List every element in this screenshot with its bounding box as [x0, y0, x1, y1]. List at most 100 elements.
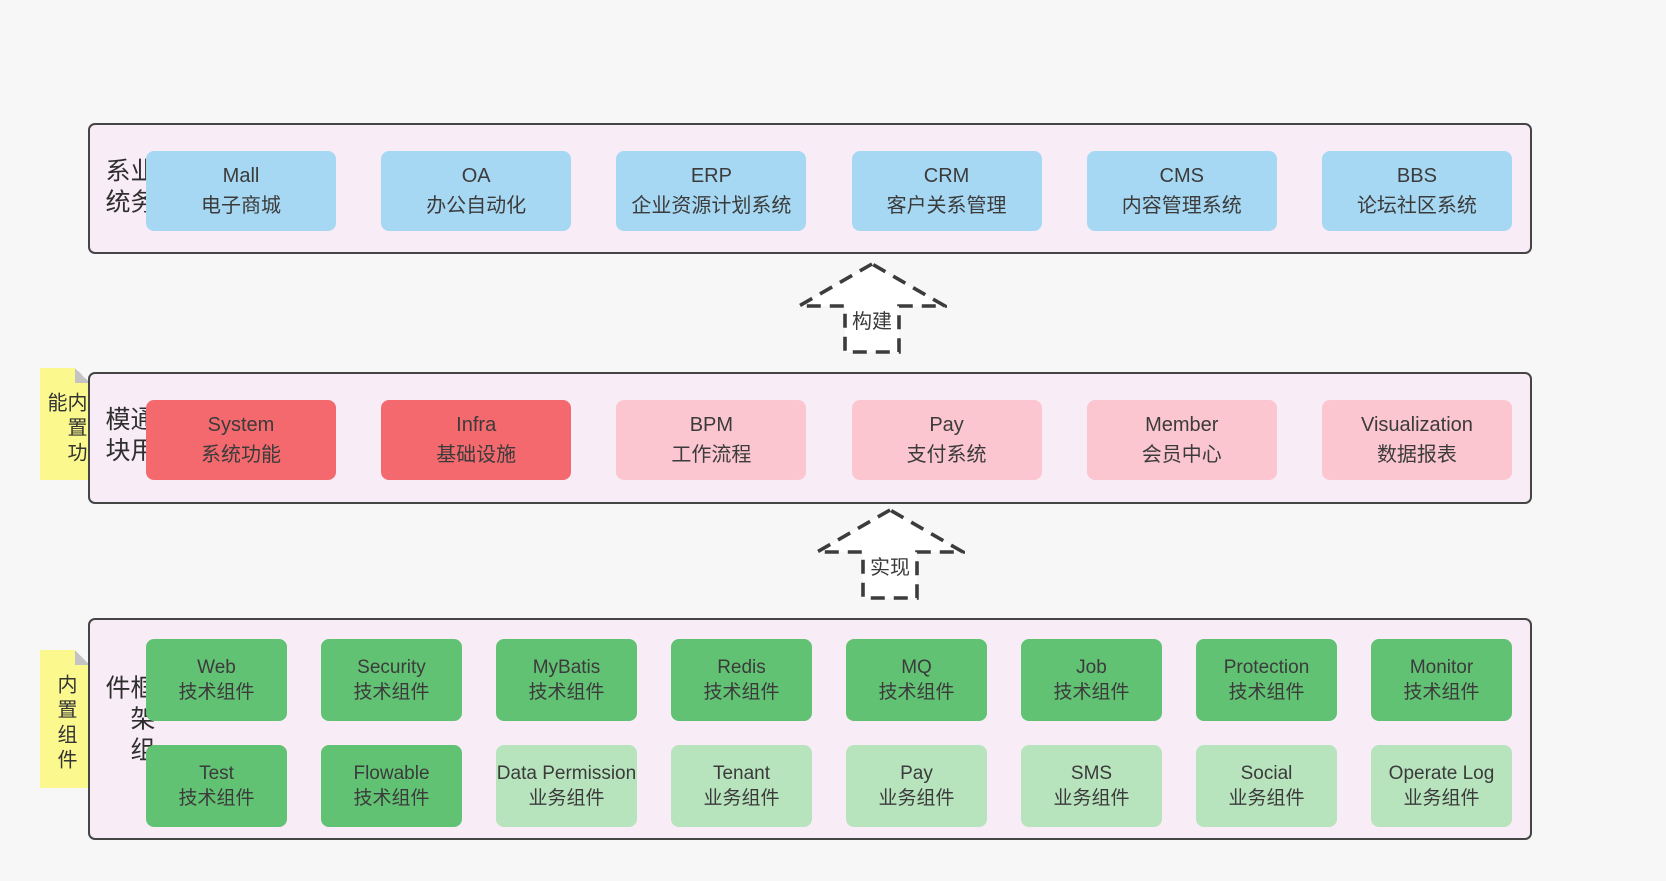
- implement-arrow-icon: [815, 508, 965, 600]
- box-subtitle: 技术组件: [878, 682, 955, 703]
- box-subtitle: 工作流程: [671, 444, 752, 466]
- box-title: ERP: [690, 165, 732, 187]
- box-subtitle: 办公自动化: [426, 195, 527, 217]
- box-title: Pay: [929, 414, 964, 436]
- box-subtitle: 技术组件: [178, 682, 255, 703]
- box-cms: CMS 内容管理系统: [1086, 151, 1277, 231]
- sticky-text: 内置功能: [44, 392, 86, 467]
- box-subtitle: 技术组件: [1228, 682, 1305, 703]
- box-title: Data Permission: [496, 762, 637, 784]
- box-title: SMS: [1070, 762, 1113, 784]
- box-bbs: BBS 论坛社区系统: [1321, 151, 1512, 231]
- box-subtitle: 技术组件: [353, 788, 430, 809]
- box-mybatis: MyBatis 技术组件: [496, 639, 637, 721]
- band-business-systems: 业务系统 Mall 电子商城 OA 办公自动化 ERP 企业资源计划系统 CRM…: [88, 123, 1532, 254]
- box-social: Social 业务组件: [1196, 745, 1337, 827]
- box-subtitle: 系统功能: [201, 444, 281, 466]
- box-subtitle: 业务组件: [1053, 788, 1130, 809]
- box-job: Job 技术组件: [1021, 639, 1162, 721]
- box-infra: Infra 基础设施: [381, 400, 572, 480]
- box-subtitle: 技术组件: [1053, 682, 1130, 703]
- sticky-fold-icon: [75, 368, 90, 383]
- sticky-text: 内置组件: [54, 674, 76, 774]
- box-crm: CRM 客户关系管理: [851, 151, 1042, 231]
- box-title: Security: [357, 656, 426, 678]
- band-framework-components: 框架组件 Web 技术组件 Security 技术组件 MyBatis 技术组件…: [88, 618, 1532, 840]
- box-title: Infra: [456, 414, 497, 436]
- box-operate-log: Operate Log 业务组件: [1371, 745, 1512, 827]
- box-title: Test: [199, 762, 234, 784]
- box-title: Mall: [222, 165, 260, 187]
- framework-box-row-2: Test 技术组件 Flowable 技术组件 Data Permission …: [146, 745, 1512, 827]
- box-title: MyBatis: [532, 656, 601, 678]
- box-title: OA: [461, 165, 491, 187]
- box-subtitle: 技术组件: [178, 788, 255, 809]
- box-subtitle: 技术组件: [703, 682, 780, 703]
- band-common-modules: 通用模块 System 系统功能 Infra 基础设施 BPM 工作流程 Pay…: [88, 372, 1532, 504]
- box-title: Visualization: [1360, 414, 1473, 436]
- box-subtitle: 业务组件: [1403, 788, 1480, 809]
- box-title: Flowable: [353, 762, 430, 784]
- box-subtitle: 技术组件: [353, 682, 430, 703]
- box-subtitle: 企业资源计划系统: [631, 195, 792, 217]
- box-monitor: Monitor 技术组件: [1371, 639, 1512, 721]
- box-security: Security 技术组件: [321, 639, 462, 721]
- build-arrow-label: 构建: [850, 309, 894, 335]
- box-subtitle: 数据报表: [1376, 444, 1457, 466]
- box-subtitle: 会员中心: [1141, 444, 1222, 466]
- box-subtitle: 电子商城: [201, 195, 281, 217]
- box-pay-module: Pay 支付系统: [851, 400, 1042, 480]
- business-box-row: Mall 电子商城 OA 办公自动化 ERP 企业资源计划系统 CRM 客户关系…: [146, 151, 1512, 231]
- implement-arrow-label: 实现: [868, 555, 912, 581]
- box-title: Pay: [900, 762, 933, 784]
- box-title: BBS: [1396, 165, 1437, 187]
- modules-box-row: System 系统功能 Infra 基础设施 BPM 工作流程 Pay 支付系统…: [146, 400, 1512, 480]
- sticky-built-in-functions: 内置功能: [40, 368, 90, 480]
- box-title: Tenant: [712, 762, 771, 784]
- box-bpm: BPM 工作流程: [616, 400, 807, 480]
- box-title: CRM: [923, 165, 970, 187]
- box-title: MQ: [901, 656, 932, 678]
- box-subtitle: 技术组件: [1403, 682, 1480, 703]
- box-web: Web 技术组件: [146, 639, 287, 721]
- box-system: System 系统功能: [146, 400, 336, 480]
- box-tenant: Tenant 业务组件: [671, 745, 812, 827]
- box-flowable: Flowable 技术组件: [321, 745, 462, 827]
- box-subtitle: 基础设施: [436, 444, 517, 466]
- box-subtitle: 业务组件: [703, 788, 780, 809]
- box-subtitle: 内容管理系统: [1121, 195, 1242, 217]
- box-subtitle: 业务组件: [1228, 788, 1305, 809]
- box-title: Redis: [717, 656, 766, 678]
- box-protection: Protection 技术组件: [1196, 639, 1337, 721]
- box-sms: SMS 业务组件: [1021, 745, 1162, 827]
- box-data-permission: Data Permission 业务组件: [496, 745, 637, 827]
- box-visualization: Visualization 数据报表: [1321, 400, 1512, 480]
- box-title: Operate Log: [1388, 762, 1495, 784]
- box-erp: ERP 企业资源计划系统: [616, 151, 807, 231]
- box-title: CMS: [1159, 165, 1204, 187]
- box-title: Job: [1076, 656, 1107, 678]
- box-subtitle: 支付系统: [906, 444, 987, 466]
- box-oa: OA 办公自动化: [381, 151, 572, 231]
- box-subtitle: 业务组件: [878, 788, 955, 809]
- box-title: Member: [1145, 414, 1219, 436]
- sticky-built-in-components: 内置组件: [40, 650, 90, 788]
- box-subtitle: 客户关系管理: [886, 195, 1007, 217]
- box-pay-component: Pay 业务组件: [846, 745, 987, 827]
- box-subtitle: 论坛社区系统: [1356, 195, 1477, 217]
- box-test: Test 技术组件: [146, 745, 287, 827]
- framework-box-row-1: Web 技术组件 Security 技术组件 MyBatis 技术组件 Redi…: [146, 639, 1512, 721]
- box-subtitle: 业务组件: [528, 788, 605, 809]
- sticky-fold-icon: [75, 650, 90, 665]
- box-mq: MQ 技术组件: [846, 639, 987, 721]
- box-title: System: [207, 414, 275, 436]
- box-subtitle: 技术组件: [528, 682, 605, 703]
- box-mall: Mall 电子商城: [146, 151, 336, 231]
- box-title: Web: [197, 656, 236, 678]
- box-redis: Redis 技术组件: [671, 639, 812, 721]
- box-title: Protection: [1223, 656, 1310, 678]
- box-title: Social: [1240, 762, 1293, 784]
- box-member: Member 会员中心: [1086, 400, 1277, 480]
- box-title: BPM: [689, 414, 734, 436]
